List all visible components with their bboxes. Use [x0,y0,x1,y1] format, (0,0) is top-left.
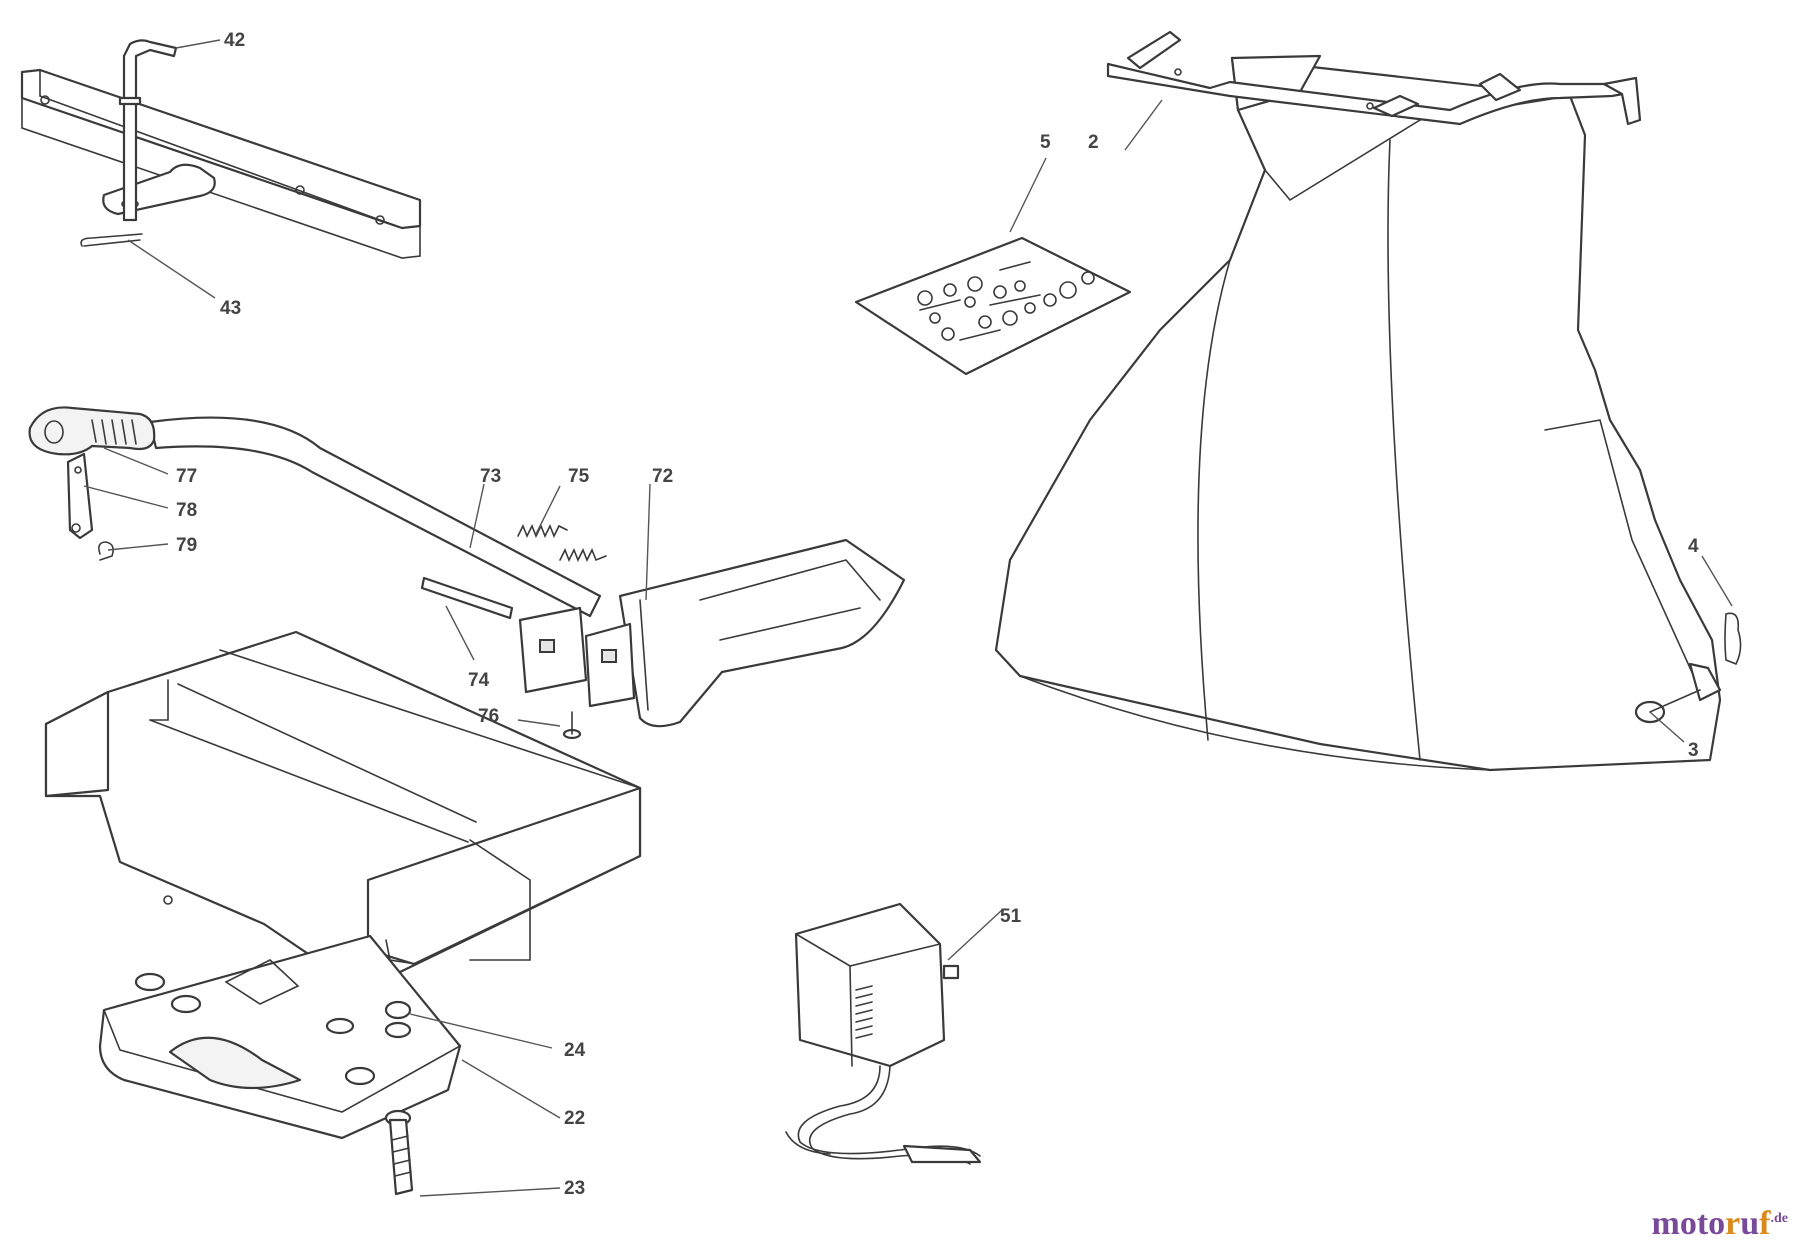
callout-75: 75 [568,466,590,487]
callout-73: 73 [480,466,501,487]
catcher-frame [1106,30,1642,126]
callout-74: 74 [468,670,490,691]
callout-72: 72 [652,466,673,487]
pivot-rod [420,576,514,620]
watermark-logo: motoruf.de [1651,1205,1789,1242]
callout-42: 42 [224,30,245,51]
callout-labels: 42 43 5 2 77 78 79 73 75 72 74 76 4 3 51… [176,30,1699,1199]
discharge-chute [518,538,906,728]
hitch-pin [118,39,178,222]
cotter-pin [80,233,143,247]
bolt-23 [384,1109,414,1196]
callout-2: 2 [1088,132,1099,153]
catcher-latch [1634,612,1742,724]
callout-78: 78 [176,500,197,521]
clip-79 [98,541,114,561]
callout-79: 79 [176,535,197,556]
callout-77: 77 [176,466,197,487]
battery-charger [785,902,982,1165]
callout-4: 4 [1688,536,1699,557]
chassis-frame [44,630,642,1014]
callout-23: 23 [564,1178,585,1199]
hardware-bag [854,236,1132,376]
callout-43: 43 [220,298,241,319]
screw-76 [562,711,582,740]
callout-3: 3 [1688,740,1699,761]
callout-5: 5 [1040,132,1051,153]
callout-22: 22 [564,1108,585,1129]
release-handle [28,406,602,618]
tow-rail [20,68,422,259]
weight-block [98,934,462,1140]
springs [517,524,607,562]
callout-24: 24 [564,1040,586,1061]
grass-catcher [994,54,1722,772]
pawl-plate [66,452,94,540]
callout-51: 51 [1000,906,1022,927]
callout-76: 76 [478,706,499,727]
nut-24 [384,1000,412,1039]
leader-lines [83,39,1733,1197]
